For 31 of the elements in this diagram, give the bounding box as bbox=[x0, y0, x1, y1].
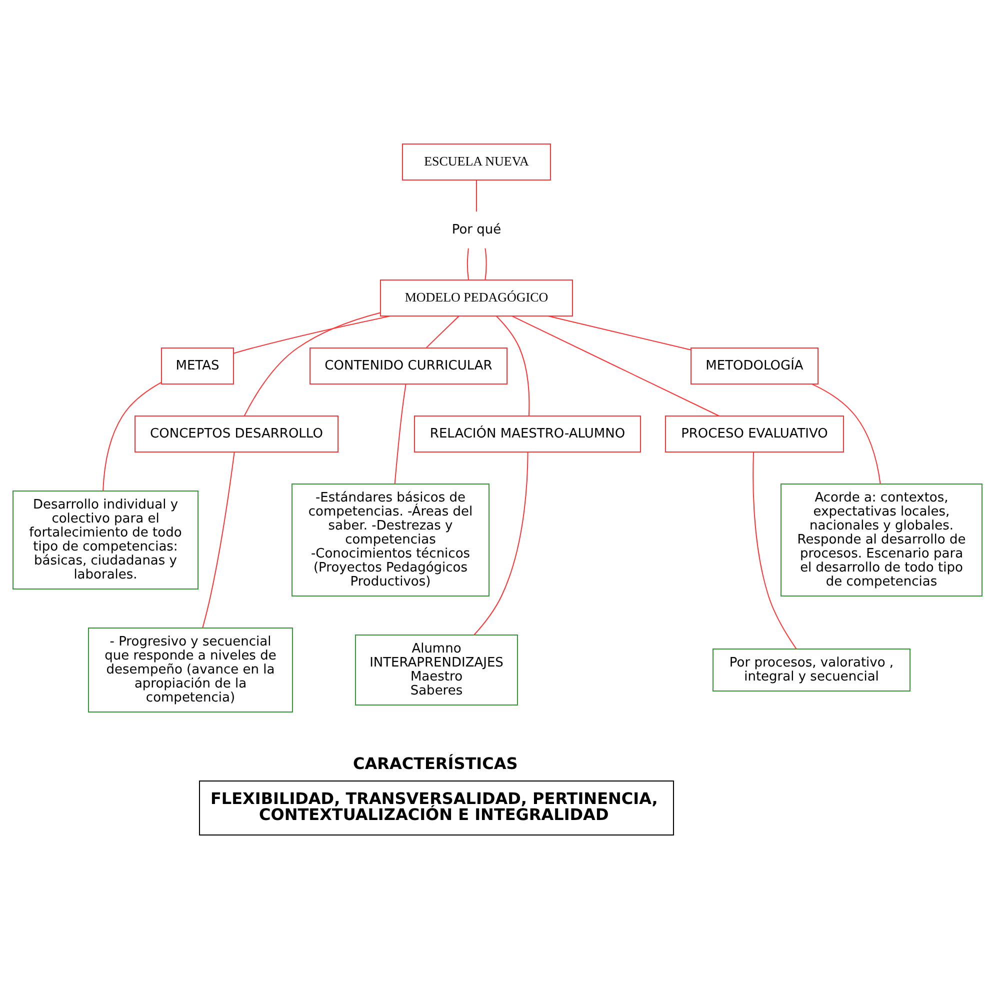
node-box: Alumno INTERAPRENDIZAJES Maestro Saberes bbox=[354, 634, 518, 705]
node-box: Acorde a: contextos, expectativas locales, nacionales y globales. Responde al desarrollo de procesos. Escenario para el desarrollo de todo tipo de competencias bbox=[780, 483, 982, 596]
node-box: METODOLOGÍA bbox=[690, 347, 818, 384]
connector bbox=[752, 451, 796, 649]
connector bbox=[394, 383, 406, 484]
connector bbox=[425, 315, 459, 348]
node-box: METAS bbox=[160, 347, 234, 384]
connector bbox=[511, 315, 720, 416]
node-text: Por qué bbox=[451, 222, 501, 237]
connector bbox=[202, 451, 234, 628]
node-box: Por procesos, valorativo , integral y secuencial bbox=[712, 648, 910, 691]
connector bbox=[232, 315, 390, 354]
connector bbox=[547, 315, 691, 350]
connector bbox=[243, 312, 380, 416]
node-box: CONCEPTOS DESARROLLO bbox=[134, 415, 338, 452]
node-box: ESCUELA NUEVA bbox=[402, 143, 550, 180]
node-box: PROCESO EVALUATIVO bbox=[664, 415, 844, 452]
node-label: CARACTERÍSTICAS bbox=[352, 753, 518, 772]
node-box: RELACIÓN MAESTRO-ALUMNO bbox=[414, 415, 640, 452]
connector bbox=[810, 383, 880, 484]
node-box: FLEXIBILIDAD, TRANSVERSALIDAD, PERTINENCIA, CONTEXTUALIZACIÓN E INTEGRALIDAD bbox=[198, 780, 674, 835]
node-box: - Progresivo y secuencial que responde a niveles de desempeño (avance en la apropiación de la competencia) bbox=[88, 627, 292, 712]
connector bbox=[473, 451, 528, 635]
node-box: CONTENIDO CURRICULAR bbox=[309, 347, 507, 384]
connector bbox=[484, 247, 486, 280]
connector bbox=[466, 247, 468, 280]
connector bbox=[102, 381, 162, 491]
node-box: MODELO PEDAGÓGICO bbox=[380, 279, 572, 316]
node-box: Desarrollo individual y colectivo para el fortalecimiento de todo tipo de competencias: básicas, ciudadanas y laborales. bbox=[12, 490, 198, 589]
node-box: -Estándares básicos de competencias. -Áreas del saber. -Destrezas y competencias -Conocimientos técnicos (Proyectos Pedagógicos Productivos) bbox=[291, 483, 489, 596]
connector bbox=[495, 315, 530, 416]
